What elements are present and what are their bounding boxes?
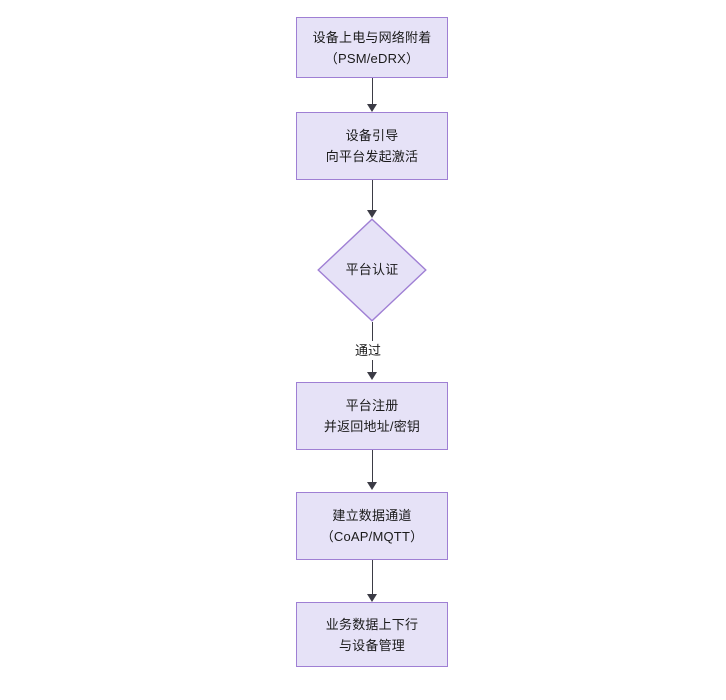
node-line-2: （CoAP/MQTT）: [320, 529, 424, 544]
arrow-head-n4-n5: [367, 482, 377, 490]
node-establish-data-channel[interactable]: 建立数据通道 （CoAP/MQTT）: [296, 492, 448, 560]
node-line-2: 与设备管理: [338, 637, 405, 653]
arrow-head-n5-n6: [367, 594, 377, 602]
node-line-1: 设备引导: [345, 128, 399, 143]
connector-n1-n2: [371, 78, 373, 104]
node-device-bootstrap[interactable]: 设备引导 向平台发起激活: [296, 112, 448, 180]
node-device-power-on[interactable]: 设备上电与网络附着 （PSM/eDRX）: [296, 17, 448, 78]
arrow-head-n1-n2: [367, 104, 377, 112]
node-platform-auth-decision[interactable]: 平台认证: [317, 218, 427, 322]
node-line-2: 并返回地址/密钥: [323, 419, 421, 434]
node-line-1: 平台注册: [345, 398, 399, 413]
connector-n4-n5: [371, 450, 373, 482]
node-business-data-management[interactable]: 业务数据上下行 与设备管理: [296, 602, 448, 667]
edge-label-pass: 通过: [353, 341, 384, 360]
node-line-1: 业务数据上下行: [325, 616, 419, 632]
arrow-head-n3-n4: [367, 372, 377, 380]
node-line-2: （PSM/eDRX）: [324, 50, 420, 66]
diamond-shape-icon: [317, 218, 427, 322]
node-platform-register[interactable]: 平台注册 并返回地址/密钥: [296, 382, 448, 450]
connector-n5-n6: [371, 560, 373, 594]
connector-n2-n3: [371, 180, 373, 210]
arrow-head-n2-n3: [367, 210, 377, 218]
node-line-1: 建立数据通道: [332, 508, 412, 523]
node-line-2: 向平台发起激活: [325, 149, 419, 164]
node-line-1: 设备上电与网络附着: [312, 29, 432, 45]
node-line-1: 平台认证: [345, 262, 399, 277]
